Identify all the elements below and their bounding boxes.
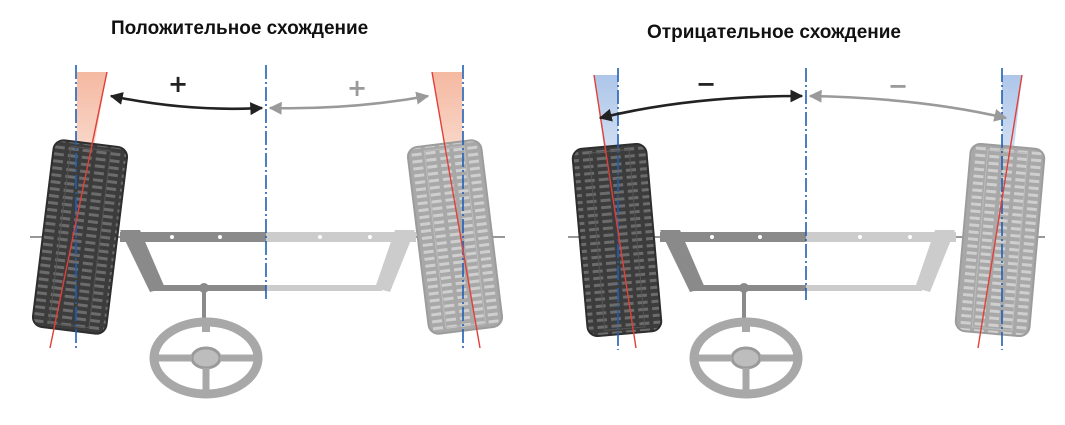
- front-right-wheel: [406, 139, 504, 335]
- right-toe-sign: +: [347, 74, 367, 102]
- positive-toe-title: Положительное схождение: [111, 18, 369, 39]
- steering-wheel: [689, 317, 803, 399]
- positive-toe-panel: + +: [30, 65, 505, 399]
- right-wheel-plane-line: [431, 71, 481, 349]
- right-wheel-plane-line: [977, 74, 1023, 349]
- right-toe-sign: −: [888, 72, 908, 100]
- left-toe-sign: +: [168, 70, 188, 98]
- right-toe-arrow: [808, 89, 1008, 122]
- front-left-wheel: [571, 142, 663, 338]
- negative-toe-panel: − −: [568, 68, 1046, 399]
- steering-wheel: [149, 317, 263, 399]
- tie-bar: [660, 230, 956, 328]
- negative-toe-title: Отрицательное схождение: [647, 22, 901, 43]
- left-toe-arrow: [598, 89, 804, 122]
- front-left-wheel: [31, 139, 129, 335]
- left-toe-arrow: [109, 92, 264, 116]
- right-toe-arrow: [268, 91, 430, 115]
- left-toe-sign: −: [696, 70, 716, 98]
- tie-bar: [120, 230, 416, 328]
- front-right-wheel: [954, 142, 1046, 338]
- left-wheel-plane-line: [49, 71, 108, 349]
